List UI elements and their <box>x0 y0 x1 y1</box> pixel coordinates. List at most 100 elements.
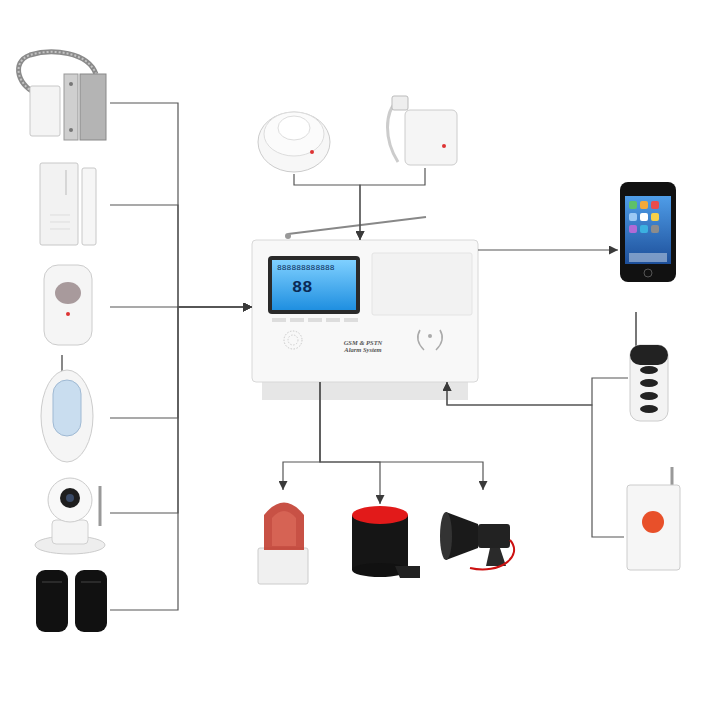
lcd-screen <box>272 260 356 310</box>
panel-node: GSM & PSTN Alarm System <box>252 240 478 382</box>
panic-button <box>627 467 680 570</box>
signal-arrow <box>360 168 425 240</box>
gas-detector <box>388 96 458 165</box>
pir-node <box>40 267 110 347</box>
remote-key <box>640 379 658 387</box>
strobe-node <box>258 490 308 586</box>
antenna <box>635 312 637 348</box>
grille-line <box>50 222 70 223</box>
curtain-body <box>41 370 93 462</box>
app-icon <box>651 213 659 221</box>
app-icon <box>640 213 648 221</box>
speaker-grille <box>284 331 302 349</box>
screw-hole <box>69 82 73 86</box>
lcd-digits: 88 <box>292 279 312 296</box>
camera-node <box>30 476 110 550</box>
panel-logo <box>418 330 424 350</box>
slot-line <box>66 170 67 195</box>
led <box>310 150 314 154</box>
siren-base <box>258 548 308 584</box>
beam-unit <box>36 570 68 632</box>
horn-stand <box>486 548 506 566</box>
remote-key <box>640 366 658 374</box>
siren-bracket <box>395 566 420 578</box>
strobe-siren <box>258 503 308 585</box>
smoke-detector <box>258 112 330 172</box>
signal-arrow <box>110 103 252 307</box>
beam-ridge <box>81 582 101 583</box>
door-contact-node <box>10 58 110 148</box>
app-icon <box>629 201 637 209</box>
door-contact <box>19 52 106 140</box>
panel-body <box>252 240 478 382</box>
signal-arrow <box>110 306 252 307</box>
strobe-glow <box>272 511 296 546</box>
horn-mouth <box>440 512 452 560</box>
led <box>442 144 446 148</box>
signal-arrow <box>320 382 483 490</box>
signal-arrow <box>110 307 252 418</box>
antenna <box>99 486 102 526</box>
indoor-siren-node <box>350 504 410 580</box>
home-button <box>644 269 652 277</box>
pir-body <box>44 265 92 345</box>
signal-arrow <box>447 382 624 537</box>
horn-speaker <box>440 512 514 569</box>
panic-button-node <box>624 465 682 573</box>
signal-arrow <box>478 249 618 250</box>
ip-camera <box>35 478 105 554</box>
app-icon <box>651 225 659 233</box>
red-button <box>642 511 664 533</box>
grille-line <box>50 229 70 230</box>
speaker-grille <box>288 335 298 345</box>
signal-arrow <box>110 307 252 513</box>
signal-arrow <box>294 174 360 240</box>
antenna-base <box>285 233 291 239</box>
camera-lens <box>60 488 80 508</box>
curtain-lens <box>53 380 81 436</box>
remote-key <box>640 392 658 400</box>
pir-lens <box>55 282 81 304</box>
curtain-pir <box>41 355 93 462</box>
plug <box>392 96 408 110</box>
phone-dock <box>629 253 667 262</box>
contact-body <box>40 163 78 245</box>
panel-key <box>344 318 358 322</box>
lcd-digits: 888888888888 <box>277 264 335 272</box>
panel-key <box>272 318 286 322</box>
smoke-node <box>256 106 332 174</box>
indoor-siren <box>352 506 420 578</box>
siren-top <box>352 506 408 524</box>
phone-screen <box>625 196 671 264</box>
window-contact <box>40 163 96 245</box>
magnet-plate <box>64 74 78 140</box>
device-label: GSM & PSTN Alarm System <box>340 339 386 354</box>
smoke-ring <box>264 112 324 156</box>
signal-arrow <box>447 378 628 405</box>
lens-glass <box>66 494 74 502</box>
smoke-cap <box>278 116 310 140</box>
horn-node <box>443 490 523 574</box>
lcd-frame <box>268 256 360 314</box>
panel-key <box>308 318 322 322</box>
panel-antenna <box>288 217 426 234</box>
mobile-phone <box>620 182 676 282</box>
remote-body <box>630 345 668 421</box>
beam-detector <box>36 570 107 632</box>
strobe-dome <box>264 503 304 551</box>
horn-wire <box>470 540 514 569</box>
remote-key <box>640 405 658 413</box>
signal-arrow <box>320 382 380 504</box>
app-icon <box>629 213 637 221</box>
app-icon <box>651 201 659 209</box>
camera-neck <box>52 520 88 544</box>
grille-line <box>50 215 70 216</box>
button-body <box>627 485 680 570</box>
horn-driver <box>478 524 510 548</box>
gas-node <box>390 96 460 168</box>
remote-node <box>628 310 670 424</box>
panel-key <box>290 318 304 322</box>
